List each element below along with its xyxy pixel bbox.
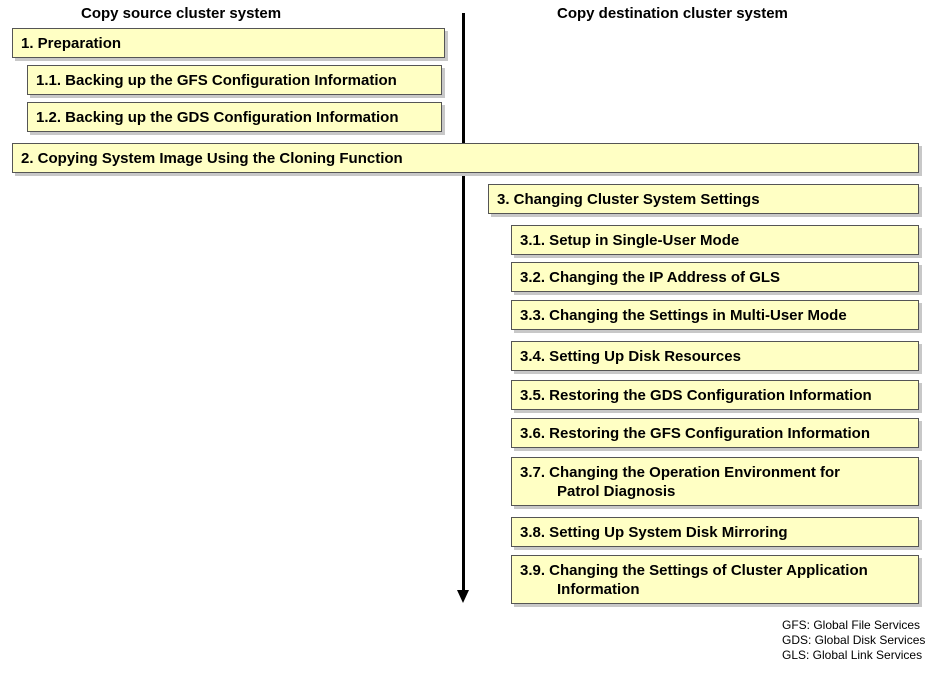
- timeline-arrow-head: [457, 590, 469, 603]
- source-header: Copy source cluster system: [81, 5, 282, 22]
- step-3-7-label-line2: Patrol Diagnosis: [557, 483, 676, 500]
- step-1-2-label: 1.2. Backing up the GDS Configuration In…: [36, 108, 399, 126]
- step-3-8-label: 3.8. Setting Up System Disk Mirroring: [520, 523, 788, 541]
- step-3-5-label: 3.5. Restoring the GDS Configuration Inf…: [520, 386, 872, 404]
- step-1-1-backup-gfs: 1.1. Backing up the GFS Configuration In…: [27, 65, 442, 95]
- step-3-9-label: 3.9. Changing the Settings of Cluster Ap…: [520, 562, 868, 579]
- step-3-1-single-user-setup: 3.1. Setup in Single-User Mode: [511, 225, 919, 255]
- destination-header: Copy destination cluster system: [557, 5, 788, 22]
- legend-gds: GDS: Global Disk Services: [782, 633, 926, 647]
- step-3-4-label: 3.4. Setting Up Disk Resources: [520, 347, 741, 365]
- step-3-9-label-line2: Information: [557, 581, 640, 598]
- step-3-6-label: 3.6. Restoring the GFS Configuration Inf…: [520, 424, 871, 442]
- step-3-change-cluster-settings: 3. Changing Cluster System Settings: [488, 184, 919, 214]
- step-3-2-change-gls-ip: 3.2. Changing the IP Address of GLS: [511, 262, 919, 292]
- step-3-1-label: 3.1. Setup in Single-User Mode: [520, 231, 740, 249]
- step-3-7-patrol-diagnosis: 3.7. Changing the Operation Environment …: [511, 457, 919, 506]
- step-2-copy-system-image: 2. Copying System Image Using the Clonin…: [12, 143, 919, 173]
- step-2-label: 2. Copying System Image Using the Clonin…: [21, 149, 403, 167]
- step-3-8-disk-mirroring: 3.8. Setting Up System Disk Mirroring: [511, 517, 919, 547]
- timeline-arrow-line: [462, 13, 465, 593]
- step-3-5-restore-gds: 3.5. Restoring the GDS Configuration Inf…: [511, 380, 919, 410]
- step-3-7-label: 3.7. Changing the Operation Environment …: [520, 464, 841, 481]
- step-3-6-restore-gfs: 3.6. Restoring the GFS Configuration Inf…: [511, 418, 919, 448]
- step-3-2-label: 3.2. Changing the IP Address of GLS: [520, 268, 781, 286]
- step-3-label: 3. Changing Cluster System Settings: [497, 190, 760, 208]
- step-3-3-multi-user-settings: 3.3. Changing the Settings in Multi-User…: [511, 300, 919, 330]
- step-1-1-label: 1.1. Backing up the GFS Configuration In…: [36, 71, 397, 89]
- step-3-4-disk-resources: 3.4. Setting Up Disk Resources: [511, 341, 919, 371]
- step-1-preparation: 1. Preparation: [12, 28, 445, 58]
- legend-gls: GLS: Global Link Services: [782, 648, 923, 662]
- step-3-3-label: 3.3. Changing the Settings in Multi-User…: [520, 306, 847, 324]
- legend-gfs: GFS: Global File Services: [782, 618, 921, 632]
- step-1-label: 1. Preparation: [21, 34, 122, 52]
- step-1-2-backup-gds: 1.2. Backing up the GDS Configuration In…: [27, 102, 442, 132]
- step-3-9-cluster-application: 3.9. Changing the Settings of Cluster Ap…: [511, 555, 919, 604]
